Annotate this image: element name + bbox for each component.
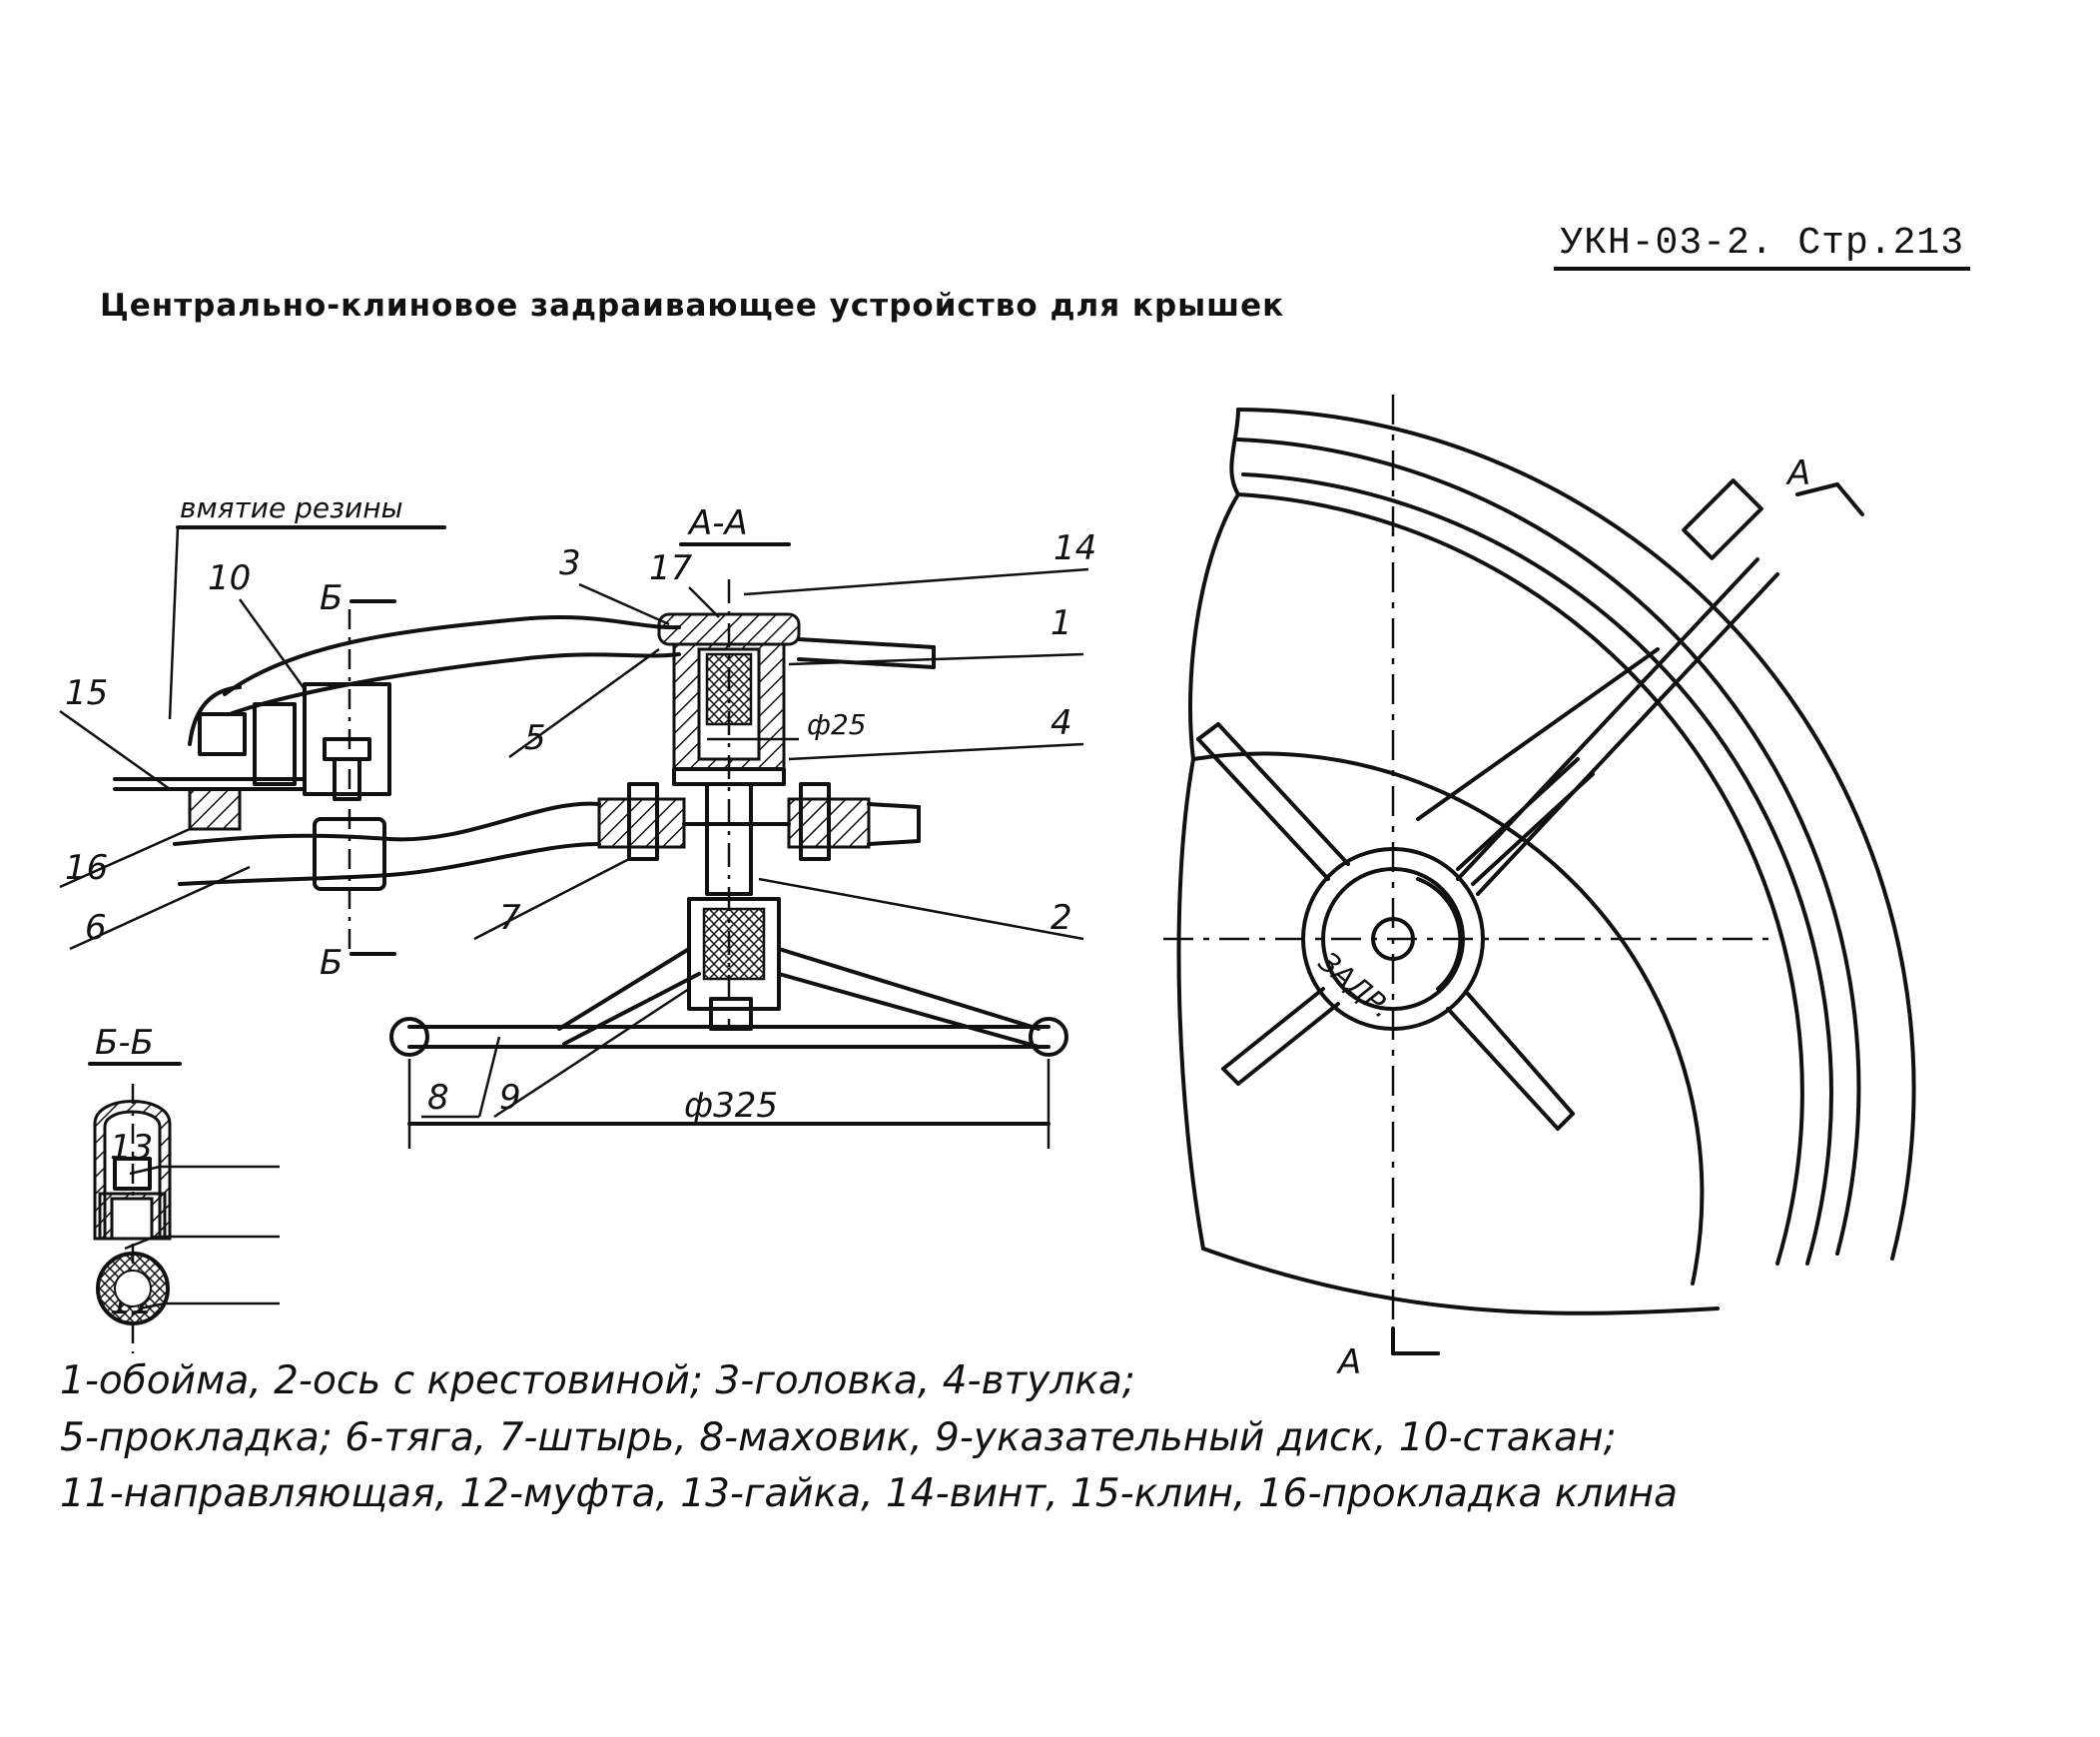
coaming-outer-arc <box>1236 408 1916 1261</box>
cover-right-top <box>797 637 936 649</box>
hub-nut <box>709 997 753 1031</box>
handwheel-spoke-right <box>777 947 1041 1031</box>
rubber-seal-edge <box>188 685 242 746</box>
section-bb-label: Б-Б <box>95 1023 154 1063</box>
callout-3: 3 <box>559 543 581 583</box>
legend-line-2: 5-прокладка; 6-тяга, 7-штырь, 8-маховик,… <box>60 1414 1617 1460</box>
callout-7: 7 <box>499 898 521 938</box>
cut-b-label-bottom: Б <box>320 943 343 983</box>
pin-block-left <box>597 797 686 849</box>
indicator-disc <box>1301 847 1485 1031</box>
cover-inner-arc <box>1191 751 1705 1286</box>
callout-17: 17 <box>649 548 693 588</box>
rod-part-6-bottom <box>178 842 601 886</box>
plan-view: ЗАДР. А А <box>1163 395 1916 1382</box>
pin-part-7-left <box>627 782 659 861</box>
callout-1: 1 <box>1050 603 1072 643</box>
rod-part-6-top <box>173 801 601 846</box>
section-bb-view: Б-Б <box>88 1023 280 1353</box>
callout-10: 10 <box>208 558 251 598</box>
callout-8: 8 <box>427 1078 449 1118</box>
wedge-frame <box>253 702 297 786</box>
cover-right-bottom <box>797 657 936 669</box>
handwheel-rim-right-section <box>1029 1017 1068 1057</box>
parts-legend: 1-обойма, 2-ось с крестовиной; 3-головка… <box>60 1353 2037 1523</box>
cut-a-label-top: А <box>1785 453 1810 493</box>
cover-plate-bottom <box>228 652 681 716</box>
direction-arrow-arc <box>1416 877 1463 991</box>
handwheel-rim-left-section <box>389 1017 429 1057</box>
callout-14: 14 <box>1053 528 1096 568</box>
legend-line-3: 11-направляющая, 12-муфта, 13-гайка, 14-… <box>60 1471 1679 1517</box>
indicator-disc-hub <box>687 897 781 1011</box>
section-aa-view: А-А <box>59 491 1096 1322</box>
dimension-325-label: ф325 <box>684 1086 778 1126</box>
rubber-indent-note: вмятие резины <box>180 491 403 524</box>
wedge-gasket-16 <box>188 787 242 831</box>
callout-15: 15 <box>65 673 108 713</box>
cup-part-10 <box>303 682 391 796</box>
cut-b-label-top: Б <box>320 578 343 618</box>
callout-2: 2 <box>1050 898 1072 938</box>
cover-plate-top <box>223 614 681 696</box>
handwheel-spoke-left <box>557 947 691 1031</box>
callout-9: 9 <box>499 1078 521 1118</box>
section-aa-label: А-А <box>687 503 748 543</box>
legend-line-1: 1-обойма, 2-ось с крестовиной; 3-головка… <box>60 1358 1135 1403</box>
callout-13: 13 <box>110 1128 153 1168</box>
wedge-on-coaming <box>1682 478 1763 560</box>
cut-a-label-bottom: А <box>1336 1342 1361 1382</box>
callout-6: 6 <box>85 908 107 948</box>
spoke-bars <box>1196 722 1595 1131</box>
document-code: УКН-03-2. Стр.213 <box>1554 222 1970 271</box>
wedge-rod-long <box>1456 557 1759 881</box>
dimension-25-label: ф25 <box>807 708 867 741</box>
pin-part-7-right <box>799 782 831 861</box>
page-title: Центрально-клиновое задраивающее устройс… <box>100 288 1285 324</box>
callout-4: 4 <box>1050 703 1072 743</box>
